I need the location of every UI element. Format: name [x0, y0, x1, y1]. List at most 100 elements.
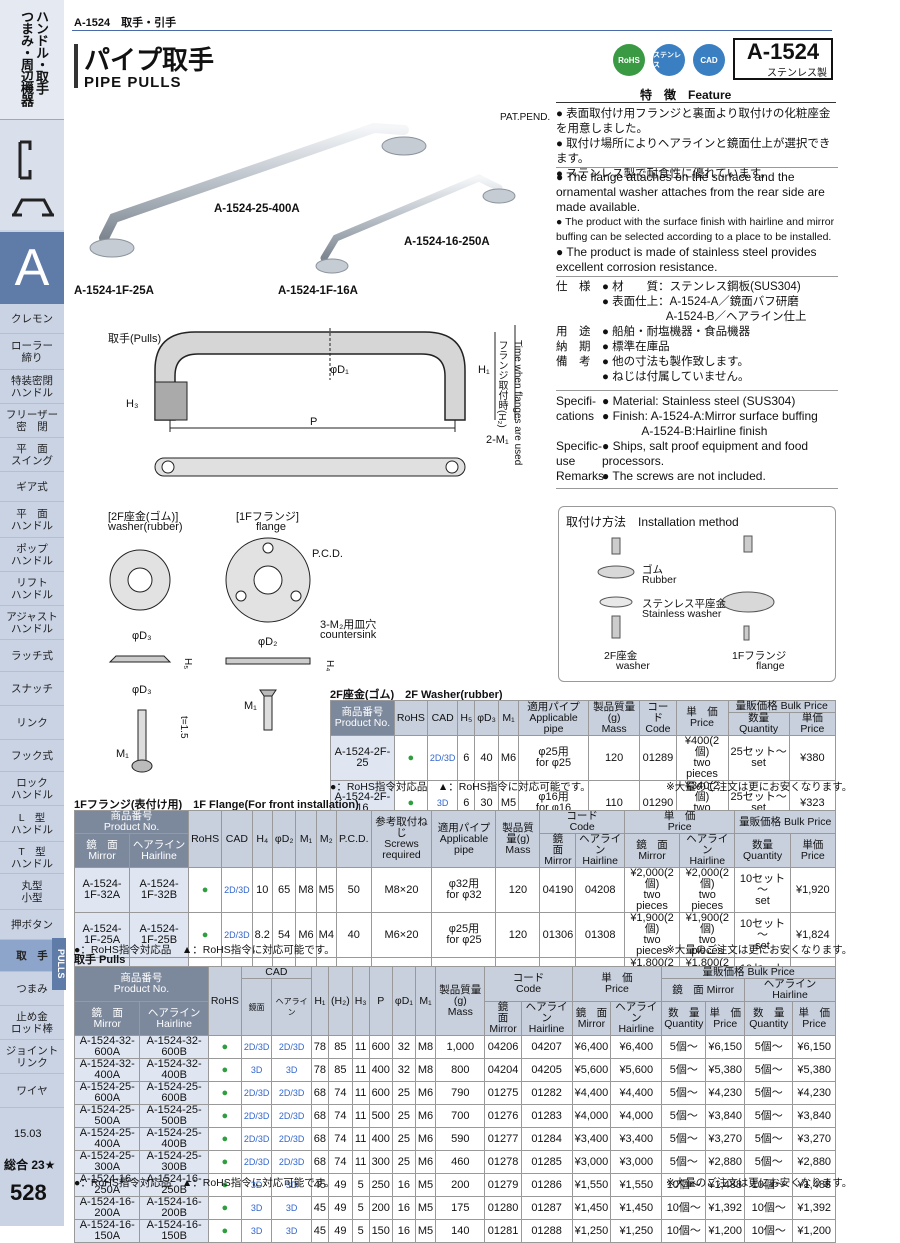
sidebar-item[interactable]: 押ボタン	[0, 910, 64, 940]
spec-jp-use: 用 途● 船舶・耐塩機器・食品機器	[556, 326, 751, 338]
sidebar-item[interactable]: 丸型 小型	[0, 874, 64, 910]
table-cell: 3D	[240, 1058, 273, 1082]
table-cell: 2D/3D	[426, 735, 459, 781]
table-cell: ¥4,230	[705, 1081, 746, 1105]
dim-h2-en: Time when flanges are used	[512, 340, 523, 466]
w2f-en: washer	[616, 660, 650, 672]
table-cell: 01275	[484, 1081, 522, 1105]
sidebar-item[interactable]: フリーザー 密 閉	[0, 404, 64, 438]
table-cell: 6	[457, 735, 476, 781]
cad-download-link[interactable]: 3D	[285, 1179, 298, 1190]
table-cell: 16	[391, 1196, 416, 1220]
cad-download-link[interactable]: 2D/3D	[278, 1110, 305, 1121]
cad-download-link[interactable]: 3D	[250, 1202, 263, 1213]
table-cell: A-1524-32-400B	[139, 1058, 209, 1082]
installation-title: 取付け方法 Installation method	[566, 515, 739, 529]
column-header: 参考取付ねじ Screws required	[370, 810, 433, 868]
cad-download-link[interactable]: 3D	[436, 797, 449, 808]
column-header: ヘアライン Hairline	[679, 833, 736, 868]
table-cell: 50	[335, 867, 372, 913]
cad-download-link[interactable]: 3D	[250, 1225, 263, 1236]
cad-download-link[interactable]: 2D/3D	[278, 1087, 305, 1098]
table-cell: 600	[368, 1081, 393, 1105]
feature-heading: 特 徴 Feature	[640, 88, 732, 102]
product-code-box: A-1524 ステンレス製	[733, 38, 833, 80]
washer-table-caption: 2F座金(ゴム) 2F Washer(rubber)	[330, 689, 503, 701]
cad-download-link[interactable]: 3D	[250, 1064, 263, 1075]
column-header: 数量 Quantity	[734, 833, 791, 868]
sidebar-item[interactable]: ポップ ハンドル	[0, 538, 64, 572]
table-cell: A-1524-2F-25	[330, 735, 395, 781]
cad-download-link[interactable]: 2D/3D	[224, 884, 250, 895]
rohs-dot-icon: ●	[221, 1063, 229, 1076]
sidebar-item[interactable]: 止め金 ロッド棒	[0, 1006, 64, 1040]
pulls-tab[interactable]: PULLS	[52, 938, 66, 990]
sidebar-item[interactable]: ギア式	[0, 472, 64, 502]
table-cell: 5	[351, 1219, 370, 1243]
sidebar-item[interactable]: ラッチ式	[0, 640, 64, 672]
sidebar-item[interactable]: 平 面 ハンドル	[0, 502, 64, 538]
sidebar-item[interactable]: 平 面 スイング	[0, 438, 64, 472]
cad-download-link[interactable]: 2D/3D	[243, 1133, 270, 1144]
installation-drawing	[597, 535, 775, 641]
column-header: 鏡面	[240, 978, 273, 1036]
table-cell: 200	[435, 1173, 486, 1197]
table-cell: 68	[310, 1150, 330, 1174]
sidebar-item[interactable]: リンク	[0, 706, 64, 740]
cad-download-link[interactable]: 2D/3D	[243, 1110, 270, 1121]
sidebar-item[interactable]: L 型 ハンドル	[0, 806, 64, 842]
table-cell: 3D	[240, 1196, 273, 1220]
column-header: φD₃	[474, 700, 499, 736]
table-cell: ¥1,250	[610, 1219, 663, 1243]
sidebar-item[interactable]: スナッチ	[0, 672, 64, 706]
table-cell: 85	[328, 1035, 353, 1059]
spec-jp-delivery: 納 期● 標準在庫品	[556, 341, 670, 353]
rohs-dot-icon: ●	[407, 796, 415, 809]
table-cell: 04204	[484, 1058, 522, 1082]
cad-download-link[interactable]: 2D/3D	[429, 752, 456, 763]
sidebar-item[interactable]: ローラー 締り	[0, 334, 64, 370]
flange-label-jp: [1Fフランジ]	[236, 511, 299, 523]
table-cell: ¥3,000	[610, 1150, 663, 1174]
cad-download-link[interactable]: 3D	[285, 1225, 298, 1236]
cad-download-link[interactable]: 2D/3D	[243, 1041, 270, 1052]
column-header: 鏡 面 Mirror	[661, 978, 746, 1002]
sidebar-item[interactable]: T 型 ハンドル	[0, 842, 64, 874]
dim-h1: H₁	[478, 364, 490, 376]
cad-download-link[interactable]: 2D/3D	[278, 1133, 305, 1144]
cad-download-link[interactable]: 2D/3D	[278, 1041, 305, 1052]
cad-download-link[interactable]: 2D/3D	[243, 1087, 270, 1098]
column-header: ヘアライン Hairline	[744, 978, 836, 1002]
table-cell: A-1524-25-300A	[73, 1150, 141, 1174]
spec-en-key: Remarks	[556, 469, 605, 483]
sidebar-item[interactable]: ロック ハンドル	[0, 772, 64, 806]
rohs-dot-icon: ●	[221, 1132, 229, 1145]
sidebar-item[interactable]: クレモン	[0, 304, 64, 334]
table-cell: ¥4,400	[571, 1081, 612, 1105]
cad-download-link[interactable]: 2D/3D	[278, 1156, 305, 1167]
sidebar-item[interactable]: フック式	[0, 740, 64, 772]
table-cell: ¥3,840	[792, 1104, 836, 1128]
sidebar-item[interactable]: リフト ハンドル	[0, 572, 64, 606]
cad-download-link[interactable]: 2D/3D	[224, 929, 250, 940]
cad-download-link[interactable]: 2D/3D	[243, 1156, 270, 1167]
sidebar-item[interactable]: ジョイント リンク	[0, 1040, 64, 1074]
cad-download-link[interactable]: 3D	[250, 1179, 263, 1190]
sidebar-icons	[0, 120, 64, 230]
table-cell: 5個～	[744, 1058, 794, 1082]
w2f-jp: 2F座金	[604, 650, 638, 662]
sidebar-item[interactable]: つまみ	[0, 972, 64, 1006]
column-header: 単 価 Price	[675, 700, 729, 736]
sidebar-item[interactable]: 特装密閉 ハンドル	[0, 370, 64, 404]
cad-download-link[interactable]: 3D	[285, 1064, 298, 1075]
table-cell: 04207	[520, 1035, 573, 1059]
table-cell: 5個～	[661, 1058, 707, 1082]
cad-download-link[interactable]: 3D	[285, 1202, 298, 1213]
sidebar-item[interactable]: ワイヤ	[0, 1074, 64, 1108]
sidebar-item[interactable]: アジャスト ハンドル	[0, 606, 64, 640]
